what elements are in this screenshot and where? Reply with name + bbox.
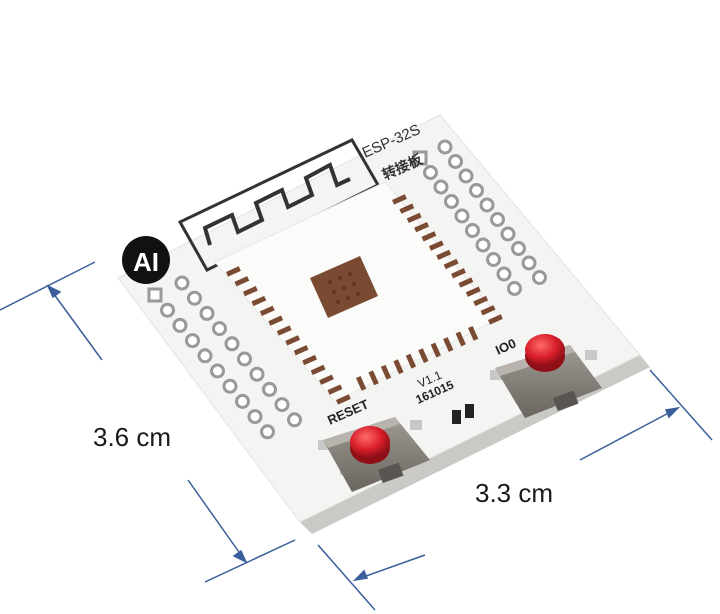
header-pin: [187, 290, 202, 306]
width-label: 3.3 cm: [475, 478, 554, 508]
header-pin: [475, 237, 491, 253]
module-pad: [406, 212, 422, 224]
header-pin: [147, 287, 163, 303]
header-pin: [210, 363, 225, 379]
module-pad: [293, 345, 309, 356]
header-pin: [222, 378, 238, 394]
header-pin: [423, 165, 438, 180]
module-pad: [455, 331, 466, 347]
module-pad: [251, 295, 267, 307]
header-pin: [444, 194, 459, 209]
module-pad: [259, 305, 275, 316]
module-pad: [310, 364, 326, 376]
module-pad: [414, 221, 429, 233]
header-pin: [448, 154, 463, 169]
module-pad: [380, 364, 392, 380]
module-pads-bottom: [356, 325, 479, 391]
io0-button[interactable]: [490, 334, 602, 418]
header-pin: [496, 266, 512, 282]
header-pin: [287, 412, 302, 428]
center-pad: [310, 256, 378, 318]
header-pin: [511, 241, 526, 256]
module-pad: [458, 277, 474, 288]
header-pin: [437, 139, 453, 155]
width-dimension: [317, 369, 713, 611]
module-pad: [327, 384, 343, 395]
module-pad: [465, 286, 481, 297]
header-pin: [412, 150, 428, 166]
header-left: [147, 275, 302, 440]
header-pin: [433, 179, 449, 195]
header-pin: [454, 208, 470, 224]
module-pad: [268, 315, 284, 326]
antenna-trace: [202, 162, 351, 246]
module-pad: [356, 375, 367, 391]
header-pin: [500, 226, 516, 242]
module-pad: [488, 314, 503, 325]
module-pad: [443, 258, 459, 270]
header-pin: [174, 275, 190, 291]
header-pin: [160, 302, 175, 318]
header-pin: [185, 333, 200, 349]
header-pin: [465, 223, 480, 238]
jumper-pads: [452, 404, 474, 424]
module-pad: [421, 231, 437, 242]
header-pin: [237, 351, 252, 367]
module-pad: [443, 337, 454, 352]
header-pin: [249, 366, 265, 382]
module-pad: [368, 370, 379, 386]
header-pin: [469, 183, 484, 198]
module-pad: [428, 240, 444, 251]
logo-text: AI: [133, 247, 159, 277]
header-right: [412, 139, 547, 296]
module-pad: [226, 266, 241, 277]
module-pad: [392, 194, 407, 205]
header-pin: [260, 424, 275, 440]
module-pads-right: [392, 194, 503, 325]
header-pin: [521, 255, 537, 271]
header-pin: [490, 212, 505, 227]
header-pin: [486, 252, 501, 267]
reset-button[interactable]: [318, 417, 430, 492]
module-pad: [336, 394, 351, 405]
header-pin: [507, 281, 522, 296]
height-label: 3.6 cm: [93, 422, 172, 452]
module-pad: [436, 249, 452, 260]
module-pads-left: [226, 266, 351, 405]
header-pin: [172, 317, 188, 333]
header-pin: [212, 321, 227, 337]
header-pin: [197, 348, 213, 364]
height-dimension: [0, 261, 296, 583]
module-pad: [276, 325, 292, 336]
module-pad: [319, 374, 334, 385]
module-pad: [393, 359, 404, 375]
module-pad: [480, 305, 496, 316]
header-pin: [262, 381, 277, 397]
header-pin: [458, 168, 474, 184]
header-pin: [532, 270, 547, 285]
module-pad: [430, 342, 441, 358]
ai-logo: AI: [122, 236, 170, 284]
module-pad: [242, 285, 258, 297]
module-pad: [405, 353, 417, 369]
header-pin: [274, 397, 290, 413]
module-pad: [302, 354, 317, 366]
header-pin: [224, 336, 240, 352]
module-pad: [468, 325, 479, 341]
module-pad: [399, 203, 415, 214]
module-pad: [285, 335, 301, 346]
header-pin: [199, 305, 215, 321]
module-pad: [473, 295, 489, 307]
header-pin: [247, 409, 263, 425]
header-pin: [235, 393, 250, 409]
module-pad: [234, 276, 250, 287]
module-pad: [451, 268, 466, 279]
module-pad: [418, 348, 429, 364]
header-pin: [479, 197, 495, 213]
